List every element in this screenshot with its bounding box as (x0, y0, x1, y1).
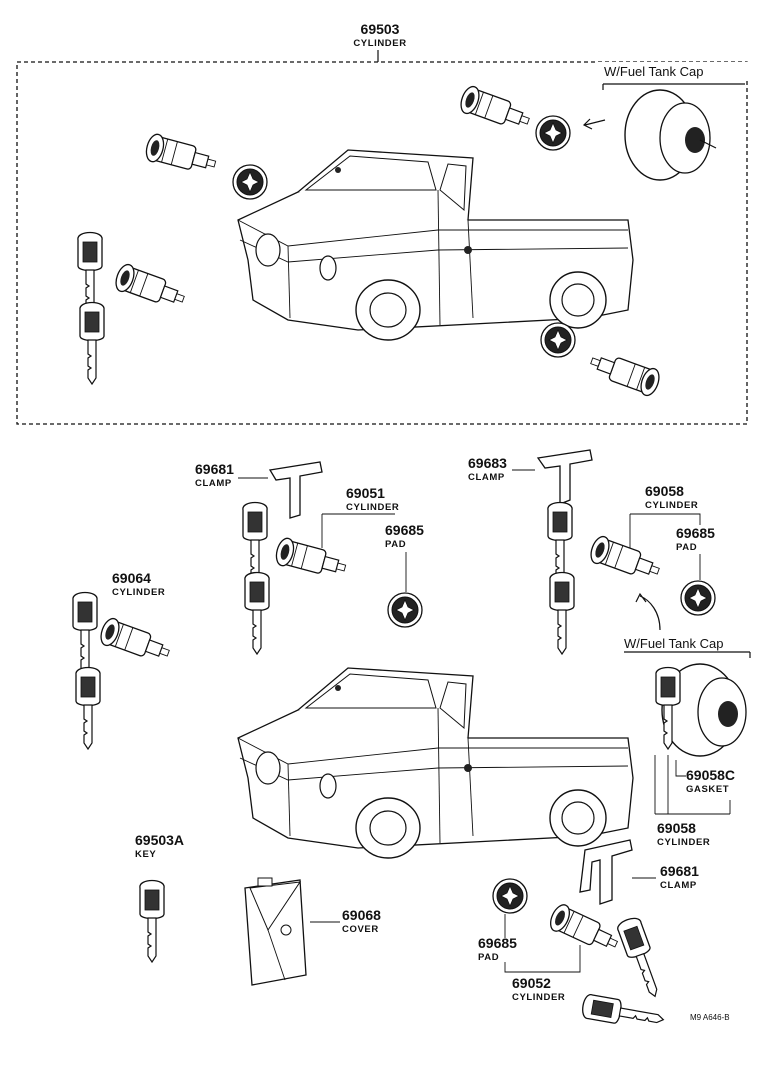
callout-number: 69068 (342, 907, 381, 923)
callout-label: KEY (135, 849, 156, 860)
tailgate-lock-cylinder (586, 346, 663, 399)
pickup-truck (237, 667, 634, 859)
key-icon (242, 501, 268, 585)
callout-label: PAD (385, 539, 406, 550)
key-icon (75, 666, 101, 750)
callout-number: 69681 (195, 461, 234, 477)
pad-ring (492, 878, 528, 914)
callout-label: PAD (676, 542, 697, 553)
door-lock-cylinder (457, 83, 534, 136)
callout-label: GASKET (686, 784, 729, 795)
key-icon (72, 591, 98, 675)
callout-number: 69058C (686, 767, 735, 783)
callout-number: 69685 (478, 935, 517, 951)
fuel-tank-cap (661, 663, 747, 757)
fuel-cap-header: W/Fuel Tank Cap (604, 64, 703, 79)
pad-ring (232, 164, 268, 200)
callout-number: 69052 (512, 975, 551, 991)
callout-label: CYLINDER (346, 502, 399, 513)
callout-label: CYLINDER (112, 587, 165, 598)
clamp (536, 449, 593, 505)
clamp (268, 461, 323, 519)
callout-label: COVER (342, 924, 379, 935)
door-lock-cylinder (272, 535, 350, 583)
ignition-cylinder (97, 615, 174, 668)
pad-ring (535, 115, 571, 151)
callout-number: 69683 (468, 455, 507, 471)
top-assembly-group: 69503 CYLINDER W/Fuel Tank Cap (16, 21, 748, 425)
bottom-assembly-group: 69681 CLAMP 69051 CYLINDER 69685 PAD 696… (72, 449, 751, 1033)
door-lock-cylinder (142, 131, 220, 179)
fuel-cap-bracket (602, 83, 745, 90)
key-cover (244, 877, 307, 986)
callout-label: CLAMP (660, 880, 697, 891)
callout-number: 69503 (361, 21, 400, 37)
callout-label: CYLINDER (657, 837, 710, 848)
callout-number: 69681 (660, 863, 699, 879)
pad-ring (540, 322, 576, 358)
key-icon (547, 501, 573, 585)
reference-code: M9 A646-B (690, 1013, 730, 1022)
key-icon (79, 301, 105, 385)
callout-label: CYLINDER (512, 992, 565, 1003)
tailgate-lock-cylinder (546, 901, 623, 958)
callout-label: CYLINDER (353, 38, 406, 49)
callout-label: CLAMP (195, 478, 232, 489)
callout-label: PAD (478, 952, 499, 963)
callout-label: CYLINDER (645, 500, 698, 511)
key-icon (77, 231, 103, 315)
arrow (635, 592, 661, 631)
fuel-cap-header: W/Fuel Tank Cap (624, 636, 723, 651)
fuel-cap-bracket (624, 651, 751, 658)
key-icon (615, 914, 668, 1002)
key-icon (549, 571, 575, 655)
callout-number: 69064 (112, 570, 151, 586)
clamp (579, 839, 633, 905)
ignition-cylinder (112, 261, 189, 314)
callout-number: 69051 (346, 485, 385, 501)
key-icon (580, 992, 667, 1033)
callout-number: 69058 (657, 820, 696, 836)
arrow (582, 118, 606, 130)
fuel-tank-cap (624, 89, 717, 181)
pad-ring (387, 592, 423, 628)
fuel-cap-cylinder (587, 533, 664, 586)
callout-number: 69058 (645, 483, 684, 499)
dashed-frame (16, 61, 748, 425)
pickup-truck (237, 149, 634, 341)
callout-number: 69685 (385, 522, 424, 538)
callout-number: 69685 (676, 525, 715, 541)
pad-ring (680, 580, 716, 616)
key-icon (139, 879, 165, 963)
key-icon (244, 571, 270, 655)
callout-number: 69503A (135, 832, 184, 848)
callout-label: CLAMP (468, 472, 505, 483)
